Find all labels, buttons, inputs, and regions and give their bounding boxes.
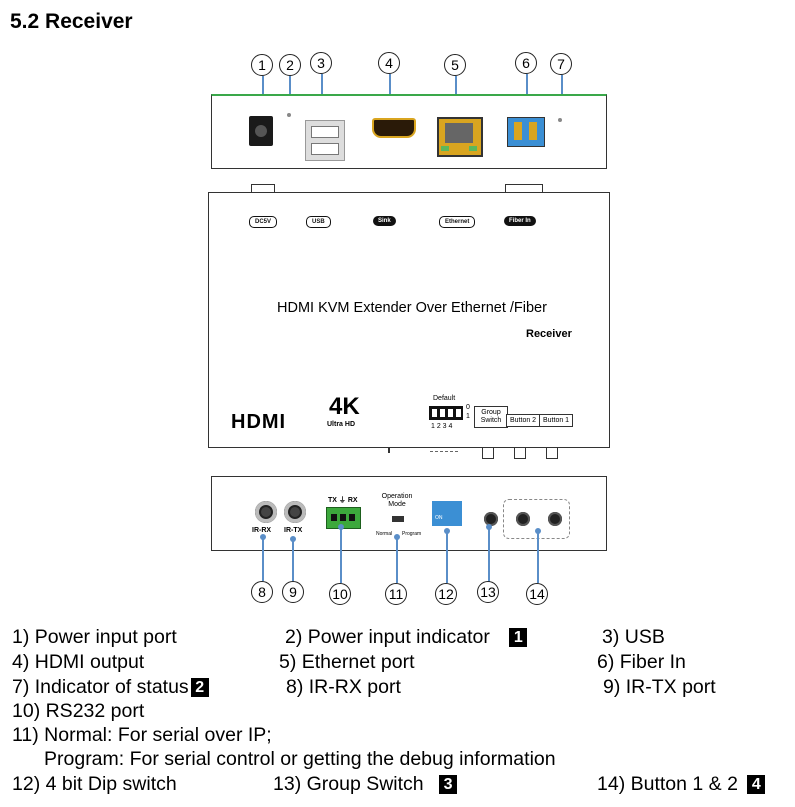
- legend-2: 2) Power input indicator 1: [285, 626, 528, 649]
- product-title: HDMI KVM Extender Over Ethernet /Fiber: [277, 300, 547, 316]
- fiber-in-port: [507, 117, 545, 147]
- dc-power-jack: [249, 116, 273, 146]
- group-switch-tag: Group Switch: [474, 406, 508, 428]
- operation-mode-switch: [392, 516, 404, 522]
- legend-2-text: 2) Power input indicator: [285, 626, 490, 648]
- legend-13: 13) Group Switch 3: [273, 773, 458, 796]
- label-usb: USB: [306, 216, 331, 228]
- legend-7-text: 7) Indicator of status: [12, 676, 189, 698]
- badge-2: 2: [190, 678, 209, 698]
- label-fiber-in: Fiber In: [504, 216, 536, 226]
- legend-14-text: 14) Button 1 & 2: [597, 773, 738, 795]
- normal-label: Normal: [376, 531, 393, 537]
- section-heading: 5.2 Receiver: [10, 10, 133, 33]
- group-switch-button[interactable]: [484, 512, 498, 526]
- label-sink: Sink: [373, 216, 396, 226]
- dip-switch-front: [429, 406, 463, 420]
- callout-4: 4: [378, 52, 400, 74]
- callout-2: 2: [279, 54, 301, 76]
- badge-4: 4: [747, 775, 766, 795]
- legend-1: 1) Power input port: [12, 626, 177, 648]
- dip-zero-label: 0: [466, 404, 470, 411]
- callout-11: 11: [385, 583, 407, 605]
- callout-3: 3: [310, 52, 332, 74]
- legend-14: 14) Button 1 & 2 4: [597, 773, 766, 796]
- legend-10: 10) RS232 port: [12, 700, 145, 722]
- logo-4k-sub: Ultra HD: [327, 421, 356, 428]
- dip-numbers: 1 2 3 4: [431, 423, 453, 430]
- legend-4: 4) HDMI output: [12, 651, 145, 673]
- callout-10: 10: [329, 583, 351, 605]
- callout-13: 13: [477, 581, 499, 603]
- rs232-label: TX ⏚ RX: [328, 497, 358, 504]
- button-2[interactable]: [516, 512, 530, 526]
- program-label: Program: [402, 531, 422, 537]
- fiber-stub: [505, 184, 543, 195]
- ethernet-port: [437, 117, 483, 157]
- callout-9: 9: [282, 581, 304, 603]
- ir-rx-jack: [255, 501, 277, 523]
- usb-port: [305, 120, 345, 161]
- callout-7: 7: [550, 53, 572, 75]
- ir-tx-jack: [284, 501, 306, 523]
- hdmi-logo: HDMI: [231, 411, 287, 433]
- legend-9: 9) IR-TX port: [603, 676, 716, 698]
- legend-11-program: Program: For serial control or getting t…: [44, 748, 556, 770]
- device-top-view: DC5V USB Sink Ethernet Fiber In HDMI KVM…: [208, 192, 610, 448]
- legend-12: 12) 4 bit Dip switch: [12, 773, 177, 795]
- legend-13-text: 13) Group Switch: [273, 773, 424, 795]
- legend-5: 5) Ethernet port: [279, 651, 415, 673]
- callout-6: 6: [515, 52, 537, 74]
- label-dc5v: DC5V: [249, 216, 278, 228]
- callout-14: 14: [526, 583, 548, 605]
- legend-3: 3) USB: [602, 626, 665, 648]
- hdmi-output-port: [372, 118, 416, 138]
- dip-one-label: 1: [466, 413, 470, 420]
- rs232-terminal: [326, 507, 361, 529]
- button2-tag: Button 2: [506, 414, 541, 427]
- dip-switch-rear: ON: [432, 501, 462, 526]
- badge-3: 3: [439, 775, 458, 795]
- status-led: [558, 118, 562, 122]
- callout-12: 12: [435, 583, 457, 605]
- button1-tag: Button 1: [539, 414, 574, 427]
- logo-4k: 4K: [329, 393, 360, 420]
- front-panel: [211, 94, 607, 169]
- label-ethernet: Ethernet: [439, 216, 476, 228]
- buttons-area: [503, 499, 570, 539]
- badge-1: 1: [509, 628, 528, 648]
- operation-mode-label: Operation Mode: [381, 493, 413, 508]
- callout-8: 8: [251, 581, 273, 603]
- legend-11: 11) Normal: For serial over IP;: [12, 724, 272, 746]
- ir-tx-label: IR-TX: [284, 527, 303, 534]
- dip-on-label: ON: [435, 515, 443, 521]
- button-1[interactable]: [548, 512, 562, 526]
- callout-5: 5: [444, 54, 466, 76]
- dip-default-label: Default: [433, 395, 456, 402]
- legend-6: 6) Fiber In: [597, 651, 686, 673]
- callout-1: 1: [251, 54, 273, 76]
- legend-8: 8) IR-RX port: [286, 676, 401, 698]
- power-led: [287, 113, 291, 117]
- ir-rx-label: IR-RX: [252, 527, 272, 534]
- rear-panel: IR-RX IR-TX TX ⏚ RX Operation Mode Norma…: [211, 476, 607, 551]
- dc-jack-stub: [251, 184, 275, 195]
- product-subtitle: Receiver: [526, 328, 572, 340]
